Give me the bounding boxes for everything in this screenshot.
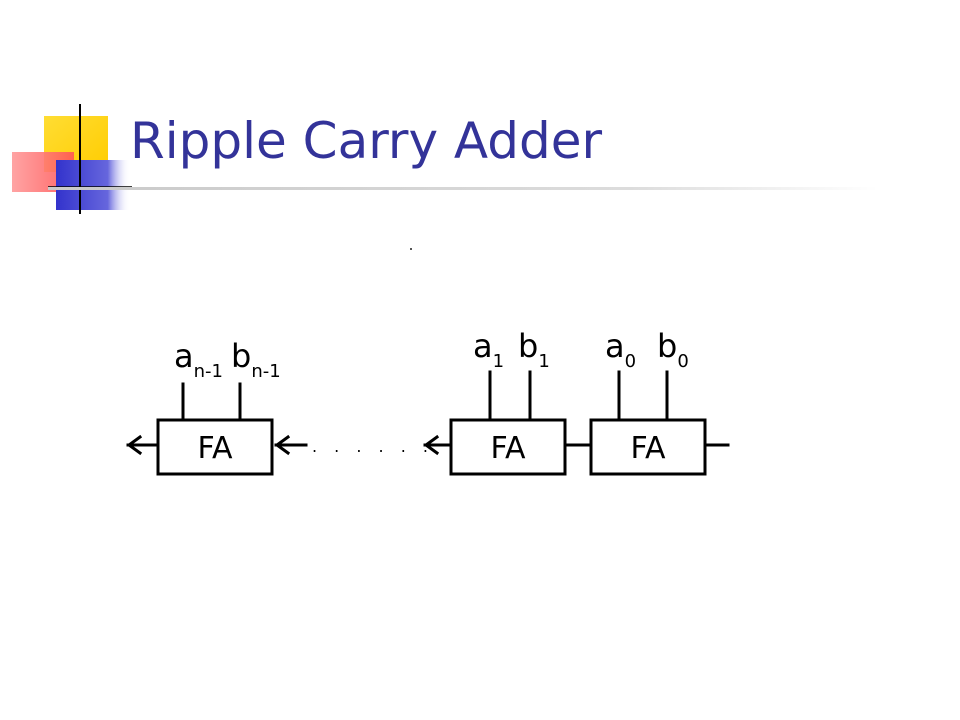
corner-squares-logo xyxy=(12,104,132,214)
fa-block-0 xyxy=(589,418,707,476)
fa-block-n1 xyxy=(156,418,274,476)
label-a-0: a0 xyxy=(605,327,636,372)
stray-dot xyxy=(410,248,412,250)
fa-label-n1: FA xyxy=(197,431,233,466)
slide-title: Ripple Carry Adder xyxy=(130,112,603,170)
label-a-1: a1 xyxy=(473,327,504,372)
fa-label-1: FA xyxy=(490,431,526,466)
label-b-1: b1 xyxy=(518,327,550,372)
blue-square xyxy=(56,160,130,210)
fa-block-1 xyxy=(449,418,567,476)
ellipsis-dots: . . . . . . xyxy=(312,437,434,456)
title-divider xyxy=(48,187,878,190)
label-a-n1: an-1 xyxy=(174,337,223,382)
label-b-0: b0 xyxy=(657,327,689,372)
arrow-head-n1 xyxy=(274,434,291,456)
arrow-head-out xyxy=(126,434,143,456)
arrow-head-1 xyxy=(423,434,440,456)
fa-label-0: FA xyxy=(630,431,666,466)
label-b-n1: bn-1 xyxy=(231,337,281,382)
